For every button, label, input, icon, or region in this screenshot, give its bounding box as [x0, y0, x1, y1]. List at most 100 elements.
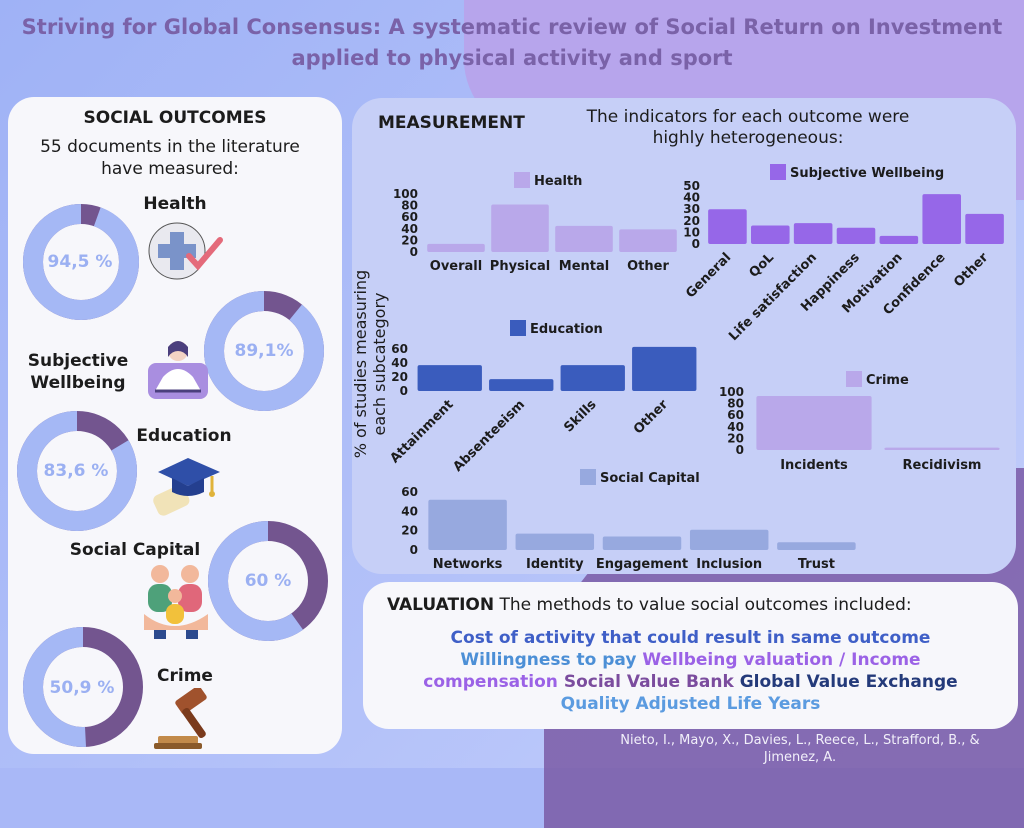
x-tick-subjective-wellbeing: Other — [951, 250, 992, 291]
x-tick-education: Attainment — [387, 397, 456, 466]
bar-social-capital — [689, 529, 769, 550]
y-tick-social-capital: 0 — [410, 543, 418, 557]
percent-education: 83,6 % — [43, 461, 109, 481]
x-tick-health: Mental — [559, 259, 609, 274]
y-tick-health: 40 — [401, 222, 418, 236]
x-tick-crime: Incidents — [780, 458, 848, 473]
percent-social-capital: 60 % — [244, 571, 292, 591]
y-tick-health: 0 — [410, 245, 418, 259]
y-tick-crime: 80 — [727, 397, 744, 411]
outcome-name-education: Education — [136, 426, 232, 446]
y-tick-education: 20 — [391, 370, 408, 384]
bar-health — [427, 243, 485, 252]
health-cross-icon — [148, 222, 223, 280]
bar-social-capital — [515, 533, 595, 550]
measurement-subtitle-line-1: The indicators for each outcome were — [586, 107, 910, 127]
measurement-subtitle: The indicators for each outcome were hig… — [548, 107, 948, 149]
y-tick-crime: 0 — [736, 443, 744, 457]
valuation-panel — [363, 582, 1018, 729]
outcome-name-social-capital: Social Capital — [69, 540, 201, 560]
chart-title-crime: Crime — [866, 373, 909, 388]
bar-subjective-wellbeing — [708, 209, 747, 244]
x-tick-social-capital: Networks — [433, 557, 503, 572]
valuation-subtitle: The methods to value social outcomes inc… — [499, 595, 912, 615]
x-tick-health: Other — [627, 259, 669, 274]
subtitle-line-1: 55 documents in the literature — [40, 137, 300, 157]
bar-subjective-wellbeing — [751, 225, 790, 244]
x-tick-health: Physical — [490, 259, 550, 274]
chart-title-social-capital: Social Capital — [600, 471, 700, 486]
y-tick-crime: 100 — [719, 385, 744, 399]
y-tick-health: 100 — [393, 187, 418, 201]
y-tick-subjective-wellbeing: 30 — [683, 202, 700, 216]
citation: Nieto, I., Mayo, X., Davies, L., Reece, … — [580, 732, 1020, 766]
y-tick-health: 80 — [401, 199, 418, 213]
percent-crime: 50,9 % — [49, 678, 115, 698]
social-outcomes-heading: SOCIAL OUTCOMES — [83, 108, 267, 128]
family-icon — [144, 565, 208, 639]
method-wellbeing-valuation: Wellbeing valuation / Income — [642, 650, 921, 670]
y-tick-crime: 60 — [727, 408, 744, 422]
measurement-subtitle-line-2: highly heterogeneous: — [652, 128, 844, 148]
y-tick-subjective-wellbeing: 40 — [683, 191, 700, 205]
x-tick-social-capital: Inclusion — [696, 557, 762, 572]
donut-education — [17, 411, 137, 531]
y-tick-subjective-wellbeing: 10 — [683, 225, 700, 239]
legend-swatch-education — [510, 320, 526, 336]
percent-subjective-wellbeing: 89,1% — [234, 341, 294, 361]
valuation-header: VALUATION The methods to value social ou… — [387, 595, 912, 615]
bar-crime — [884, 447, 1000, 450]
y-tick-social-capital: 20 — [401, 524, 418, 538]
bar-education — [560, 365, 625, 391]
poster-title: Striving for Global Consensus: A systema… — [0, 12, 1024, 74]
y-tick-education: 0 — [400, 384, 408, 398]
percent-health: 94,5 % — [47, 252, 113, 272]
method-wellbeing-valuation-cont: compensation — [423, 672, 558, 692]
bar-crime — [756, 396, 872, 450]
y-tick-social-capital: 60 — [401, 485, 418, 499]
valuation-heading: VALUATION — [387, 595, 495, 615]
citation-line-2: Jimenez, A. — [763, 750, 837, 765]
y-tick-health: 60 — [401, 210, 418, 224]
bar-social-capital — [777, 542, 856, 550]
title-line-2: applied to physical activity and sport — [291, 46, 733, 70]
y-tick-subjective-wellbeing: 20 — [683, 214, 700, 228]
y-tick-education: 60 — [391, 342, 408, 356]
x-tick-education: Skills — [561, 397, 599, 435]
outcome-name-subjective-wellbeing: Subjective Wellbeing — [18, 350, 138, 394]
outcome-name-line-1: Subjective — [27, 351, 129, 371]
bar-health — [491, 204, 549, 252]
donut-crime — [23, 627, 143, 747]
measurement-heading: MEASUREMENT — [378, 113, 525, 133]
meditation-icon — [148, 341, 208, 399]
bar-education — [489, 379, 554, 391]
method-qaly: Quality Adjusted Life Years — [560, 694, 821, 714]
y-tick-subjective-wellbeing: 50 — [683, 179, 700, 193]
legend-swatch-health — [514, 172, 530, 188]
x-tick-education: Absenteeism — [450, 397, 528, 475]
citation-line-1: Nieto, I., Mayo, X., Davies, L., Reece, … — [620, 733, 980, 748]
x-tick-subjective-wellbeing: General — [683, 250, 734, 301]
donut-social-capital — [208, 521, 328, 641]
bar-social-capital — [602, 536, 682, 550]
chart-title-education: Education — [530, 322, 603, 337]
y-tick-social-capital: 40 — [401, 504, 418, 518]
subtitle-line-2: have measured: — [101, 159, 239, 179]
chart-title-health: Health — [534, 174, 582, 189]
title-line-1: Striving for Global Consensus: A systema… — [21, 15, 1003, 39]
bar-subjective-wellbeing — [836, 227, 876, 244]
bar-health — [555, 225, 613, 252]
method-willingness-to-pay: Willingness to pay — [460, 650, 637, 670]
bar-subjective-wellbeing — [793, 223, 833, 244]
legend-swatch-social-capital — [580, 469, 596, 485]
x-tick-health: Overall — [430, 259, 482, 274]
y-tick-health: 20 — [401, 233, 418, 247]
graduation-cap-icon — [153, 458, 220, 516]
legend-swatch-subjective-wellbeing — [770, 164, 786, 180]
y-tick-education: 40 — [391, 356, 408, 370]
bar-subjective-wellbeing — [879, 235, 919, 244]
y-tick-crime: 40 — [727, 420, 744, 434]
bar-subjective-wellbeing — [922, 194, 961, 244]
x-tick-education: Other — [631, 397, 672, 438]
